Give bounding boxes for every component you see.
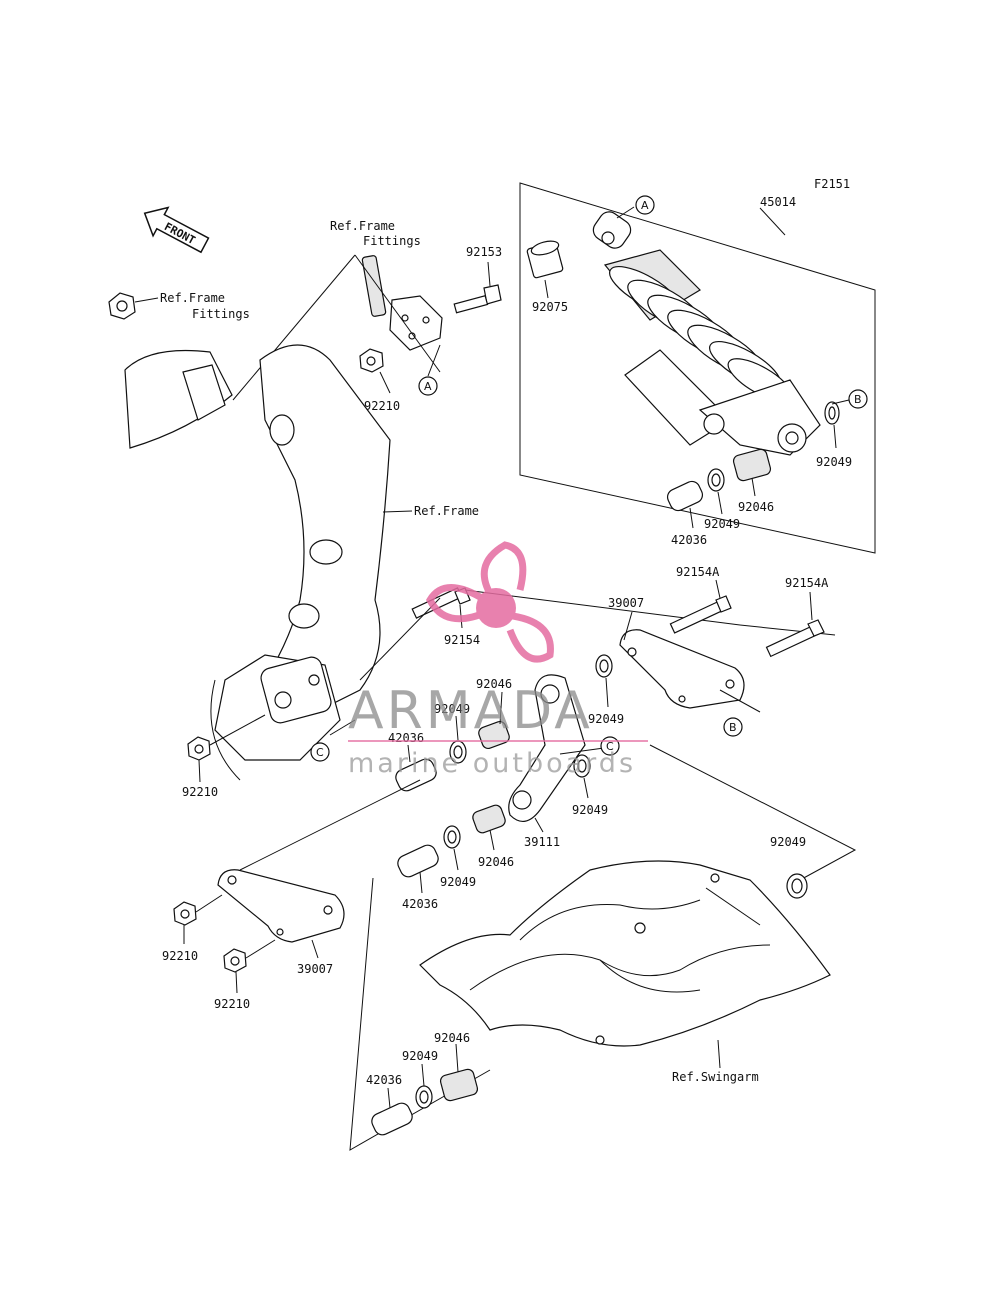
part-92046-bearing-c — [472, 804, 506, 834]
part-92049-washer-a — [824, 401, 840, 425]
part-42036-sleeve-d — [371, 1102, 413, 1136]
part-92154a-label-1: 92154A — [676, 565, 720, 579]
part-92210-label-top: 92210 — [364, 399, 400, 413]
swingarm-body — [419, 860, 831, 1047]
callout-c-rocker-letter: C — [606, 740, 614, 753]
callout-c-frame — [310, 742, 330, 762]
ref-frame-label: Ref.Frame — [414, 504, 479, 518]
part-92046-label-a: 92046 — [738, 500, 774, 514]
ref-frame-fittings-left-line2: Fittings — [192, 307, 250, 321]
part-92075-collar — [526, 240, 564, 279]
part-39007-tie-rod-a — [619, 629, 745, 709]
part-92210-nut-bottom-a — [173, 901, 197, 926]
frame-body — [124, 344, 391, 781]
part-92049-washer-g — [786, 873, 808, 899]
part-92049-washer-f — [443, 825, 461, 849]
frame-fitting-bracket — [361, 255, 443, 351]
part-42036-sleeve-b — [395, 758, 437, 792]
part-92046-label-d: 92046 — [434, 1031, 470, 1045]
ref-frame-fittings-left-line1: Ref.Frame — [160, 291, 225, 305]
part-92210-nut-left — [187, 736, 211, 761]
watermark-tagline: marine outboards — [348, 748, 636, 779]
part-45014-label: 45014 — [760, 195, 796, 209]
callout-b-rod — [723, 717, 743, 737]
part-92049-label-f: 92049 — [440, 875, 476, 889]
part-92046-bearing-d — [439, 1068, 479, 1102]
part-42036-sleeve-a — [666, 480, 704, 512]
ref-frame-fittings-top-line1: Ref.Frame — [330, 219, 395, 233]
callout-c-frame-letter: C — [316, 746, 324, 759]
part-92049-label-a: 92049 — [816, 455, 852, 469]
part-42036-label-c: 42036 — [402, 897, 438, 911]
part-92049-washer-e — [573, 754, 591, 778]
part-42036-sleeve-c — [397, 844, 439, 878]
part-39007-label-a: 39007 — [608, 596, 644, 610]
part-42036-label-d: 42036 — [366, 1073, 402, 1087]
ref-swingarm-label: Ref.Swingarm — [672, 1070, 759, 1084]
part-92049-label-h: 92049 — [402, 1049, 438, 1063]
part-92049-label-d: 92049 — [434, 702, 470, 716]
front-arrow-icon: FRONT — [143, 206, 210, 254]
part-39111-rocker — [508, 674, 586, 822]
part-92154a-label-2: 92154A — [785, 576, 829, 590]
part-92046-bearing-a — [732, 448, 772, 482]
armada-watermark: ARMADA marine outboards — [348, 541, 648, 779]
part-92049-label-g: 92049 — [770, 835, 806, 849]
part-92210-label-left: 92210 — [182, 785, 218, 799]
part-92049-label-c: 92049 — [588, 712, 624, 726]
callout-a-top-letter: A — [641, 199, 649, 212]
part-92046-label-b: 92046 — [476, 677, 512, 691]
frame-fitting-nut-left — [108, 292, 136, 320]
callout-b-rod-letter: B — [729, 721, 737, 734]
part-39007-tie-rod-b — [217, 869, 345, 943]
callout-a-frame — [418, 376, 438, 396]
callout-b-shock-letter: B — [854, 393, 862, 406]
propeller-logo-icon — [426, 541, 554, 663]
part-39007-label-b: 39007 — [297, 962, 333, 976]
part-92153-bolt — [453, 284, 502, 314]
part-92154a-bolt-2 — [765, 619, 825, 658]
ref-frame-fittings-top-line2: Fittings — [363, 234, 421, 248]
part-92154-label: 92154 — [444, 633, 480, 647]
part-92049-washer-b — [707, 468, 725, 492]
part-92210-label-bottom-b: 92210 — [214, 997, 250, 1011]
part-92210-label-bottom-a: 92210 — [162, 949, 198, 963]
part-92049-label-e: 92049 — [572, 803, 608, 817]
part-92210-nut-bottom-b — [223, 948, 247, 973]
callout-b-shock — [848, 389, 868, 409]
rear-shock-absorber — [592, 211, 821, 456]
watermark-brand: ARMADA — [348, 681, 593, 741]
part-92049-washer-h — [415, 1085, 433, 1109]
part-92154a-bolt-1 — [669, 595, 732, 634]
part-92049-washer-c — [595, 654, 613, 678]
part-92075-label: 92075 — [532, 300, 568, 314]
part-92210-nut-top — [359, 348, 384, 373]
part-92049-label-b: 92049 — [704, 517, 740, 531]
shock-assembly-frame — [519, 182, 876, 554]
figure-code: F2151 — [814, 177, 850, 191]
part-92046-label-c: 92046 — [478, 855, 514, 869]
callout-a-frame-letter: A — [424, 380, 432, 393]
callout-a-top — [635, 195, 655, 215]
part-42036-label-a: 42036 — [671, 533, 707, 547]
part-39111-label: 39111 — [524, 835, 560, 849]
part-92153-label: 92153 — [466, 245, 502, 259]
